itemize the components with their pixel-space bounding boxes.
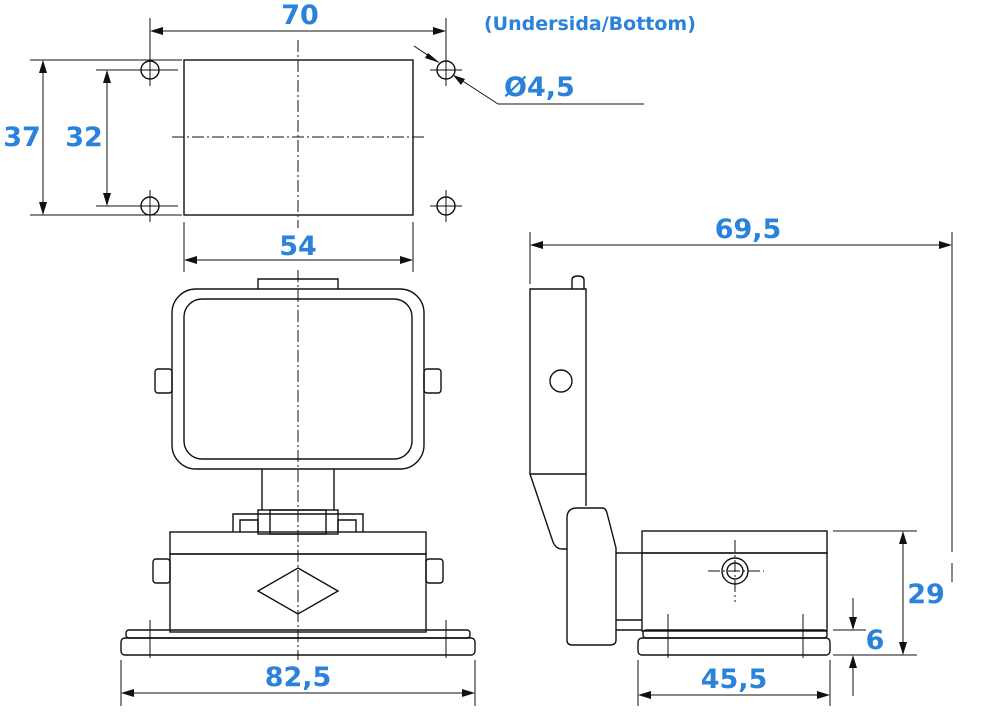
side-view: 69,5 29 6 45,5 <box>529 214 953 706</box>
housing-diamond-mark <box>256 567 340 615</box>
dimension-32 <box>96 69 140 207</box>
hole-diameter-leader <box>413 45 644 105</box>
dimension-70-label: 70 <box>281 0 319 31</box>
side-cover-pin <box>549 369 573 393</box>
dimension-45-5-label: 45,5 <box>701 664 768 695</box>
dimension-69-5 <box>529 232 953 582</box>
mounting-hole-bottom-right <box>430 190 462 222</box>
bottom-view: 70 (Undersida/Bottom) Ø4,5 37 <box>3 0 696 272</box>
cover-neck <box>261 469 335 510</box>
housing-right-pin <box>425 558 444 584</box>
dimension-82-5-label: 82,5 <box>265 662 332 693</box>
dimension-29-label: 29 <box>907 579 945 610</box>
dimension-82-5 <box>120 660 476 706</box>
side-latch-links <box>616 552 642 631</box>
side-latch-lever <box>566 507 617 646</box>
bottom-view-note: (Undersida/Bottom) <box>484 13 696 35</box>
cover-right-pin <box>423 368 442 394</box>
hole-diameter-label: Ø4,5 <box>504 72 575 103</box>
dimension-6 <box>833 598 866 696</box>
housing-body <box>169 553 427 633</box>
mounting-hole-top-left <box>134 54 178 86</box>
dimension-32-label: 32 <box>65 122 103 153</box>
dimension-54-label: 54 <box>279 231 317 262</box>
dimension-54 <box>183 222 414 272</box>
flange-lower <box>120 637 476 656</box>
dimension-37 <box>30 59 182 216</box>
dimension-29 <box>833 530 917 656</box>
mounting-hole-bottom-left <box>134 190 178 222</box>
side-cover-tab <box>571 275 585 289</box>
dimension-37-label: 37 <box>3 122 41 153</box>
cover-left-pin <box>154 368 173 394</box>
side-housing-body <box>641 552 828 632</box>
dimension-69-5-label: 69,5 <box>715 214 782 245</box>
housing-left-pin <box>152 558 171 584</box>
dimension-45-5 <box>637 660 831 706</box>
dimension-6-label: 6 <box>866 625 885 656</box>
side-flange-lower <box>637 637 831 656</box>
front-latch <box>232 509 364 535</box>
front-view: 82,5 <box>120 270 476 706</box>
dimension-70 <box>149 18 447 60</box>
side-cover-body <box>529 288 587 475</box>
side-cover-slope <box>529 473 567 550</box>
